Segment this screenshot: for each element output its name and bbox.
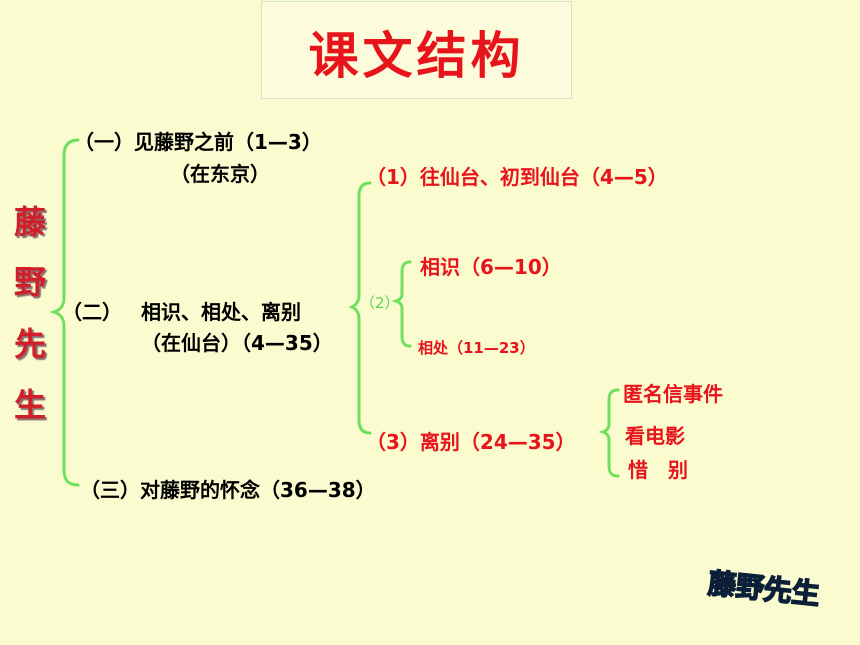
sub2-brace <box>391 260 412 348</box>
sub3-item: 匿名信事件 <box>623 382 723 406</box>
logo-stamp: 藤野先生 <box>706 566 822 608</box>
sub3-brace <box>598 388 620 478</box>
sub2-together: 相处（11—23） <box>418 339 535 357</box>
part2-brace <box>348 181 372 435</box>
part1-label: （一）见藤野之前（1—3） <box>74 130 322 154</box>
sub3-item: 惜 别 <box>628 458 688 482</box>
title-box: 课文结构 <box>261 1 572 99</box>
part1-place: （在东京） <box>170 162 270 186</box>
part2-text: 相识、相处、离别 <box>141 300 301 324</box>
page-title: 课文结构 <box>308 27 525 85</box>
sub3-label: （3）离别（24—35） <box>366 430 576 454</box>
part2-label: （二） <box>62 300 122 324</box>
subject-char: 野 <box>14 263 47 301</box>
logo-text: 藤野先生 <box>707 567 822 608</box>
sub1-label: （1）往仙台、初到仙台（4—5） <box>366 165 668 189</box>
subject-char: 藤 <box>14 203 47 241</box>
part3-label: （三）对藤野的怀念（36—38） <box>80 478 376 502</box>
subject-char: 生 <box>14 386 47 424</box>
main-brace <box>49 138 80 487</box>
sub2-meet: 相识（6—10） <box>420 255 562 279</box>
sub2-label: （2） <box>360 294 400 312</box>
subject-char: 先 <box>14 325 47 363</box>
sub3-item: 看电影 <box>625 424 685 448</box>
part2-place: （在仙台）（4—35） <box>141 331 333 355</box>
